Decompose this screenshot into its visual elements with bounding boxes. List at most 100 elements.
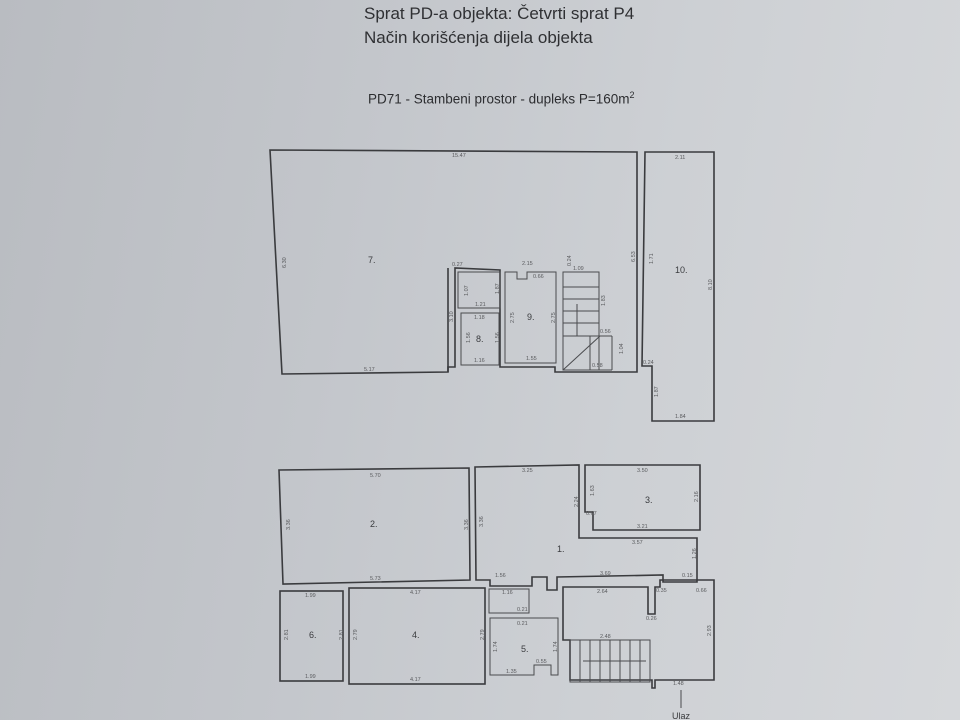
dim-label: 0.21 (517, 621, 528, 627)
dim-label: 2.64 (597, 589, 608, 595)
dim-label: 2.93 (707, 625, 713, 636)
dim-label: 15.47 (452, 153, 466, 159)
dim-label: 4.17 (410, 590, 421, 596)
room-6-number: 6. (309, 630, 317, 640)
dim-label: 3.36 (479, 516, 485, 527)
dim-label: 1.84 (675, 414, 686, 420)
room-3-number: 3. (645, 495, 653, 505)
room-5-number: 5. (521, 644, 529, 654)
room-1-outline (474, 464, 698, 591)
dim-label: 1.04 (619, 343, 625, 354)
dim-label: 2.79 (353, 629, 359, 640)
dim-label: 1.09 (573, 266, 584, 272)
closet-outline (457, 271, 501, 309)
dim-label: 0.35 (656, 588, 667, 594)
room-8-number: 8. (476, 334, 484, 344)
dim-label: 2.81 (284, 629, 290, 640)
dim-label: 1.87 (654, 386, 660, 397)
dim-label: 1.71 (649, 253, 655, 264)
dim-label: 0.15 (682, 573, 693, 579)
room-8-outline (460, 312, 500, 366)
dim-label: 5.17 (364, 367, 375, 373)
dim-label: 2.79 (480, 629, 486, 640)
dim-label: 1.07 (464, 285, 470, 296)
stair-upper (562, 271, 613, 371)
dim-label: 2.24 (574, 496, 580, 507)
room-2-outline (278, 467, 471, 585)
lower-level-plan: Ulaz 2. 1. 3. 6. 4. 5. 5.70 3.36 3.36 5.… (278, 464, 715, 720)
room-5-outline (489, 617, 559, 676)
dim-label: 0.24 (567, 255, 573, 266)
room-1-number: 1. (557, 544, 565, 554)
dim-label: 2.16 (694, 491, 700, 502)
dim-label: 1.99 (305, 674, 316, 680)
dim-label: 0.21 (517, 607, 528, 613)
dim-label: 0.26 (646, 616, 657, 622)
dim-label: 6.53 (631, 251, 637, 262)
dim-label: 3.69 (600, 571, 611, 577)
room-9-outline (504, 271, 557, 364)
floor-title: Sprat PD-a objekta: Četvrti sprat P4 (364, 4, 635, 23)
dim-label: 1.56 (495, 573, 506, 579)
dim-label: 1.16 (474, 358, 485, 364)
room-3-outline (584, 464, 701, 531)
document-header: Sprat PD-a objekta: Četvrti sprat P4 Nač… (364, 2, 634, 50)
area-superscript: 2 (629, 90, 635, 100)
unit-label: PD71 - Stambeni prostor - dupleks P=160m… (368, 90, 635, 107)
dim-label: 3.36 (464, 519, 470, 530)
dim-label: 1.74 (493, 641, 499, 652)
dim-label: 0.55 (536, 659, 547, 665)
dim-label: 1.74 (553, 641, 559, 652)
dim-label: 2.75 (510, 312, 516, 323)
dim-label: 6.30 (282, 257, 288, 268)
dim-label: 3.36 (286, 519, 292, 530)
dim-label: 1.56 (466, 332, 472, 343)
entry-label: Ulaz (672, 711, 691, 720)
dim-label: 1.21 (475, 302, 486, 308)
dim-label: 1.55 (526, 356, 537, 362)
room-2-number: 2. (370, 519, 378, 529)
dim-label: 2.81 (339, 629, 345, 640)
dim-label: 0.67 (586, 511, 597, 517)
dim-label: 1.99 (305, 593, 316, 599)
hallway-outline (488, 588, 530, 614)
dim-label: 2.48 (600, 634, 611, 640)
dim-label: 0.24 (643, 360, 654, 366)
dim-label: 5.73 (370, 576, 381, 582)
dim-label: 0.58 (592, 363, 603, 369)
dim-label: 3.57 (632, 540, 643, 546)
room-10-number: 10. (675, 265, 688, 275)
dim-label: 1.48 (673, 681, 684, 687)
dim-label: 1.26 (692, 548, 698, 559)
dim-label: 1.56 (495, 332, 501, 343)
stair-lower (569, 639, 651, 683)
dim-label: 3.21 (637, 524, 648, 530)
dim-label: 4.17 (410, 677, 421, 683)
dim-label: 3.50 (637, 468, 648, 474)
dim-label: 0.66 (696, 588, 707, 594)
usage-title: Način korišćenja dijela objekta (364, 28, 593, 47)
dim-label: 2.11 (675, 155, 685, 161)
dim-label: 1.83 (601, 295, 607, 306)
room-4-outline (348, 587, 486, 685)
dim-label: 1.16 (502, 590, 513, 596)
dim-label: 0.27 (452, 262, 463, 268)
dim-label: 2.15 (522, 261, 533, 267)
dim-label: 3.25 (522, 468, 533, 474)
dim-label: 5.70 (370, 473, 381, 479)
dim-label: 1.63 (590, 485, 596, 496)
room-6-outline (279, 590, 344, 682)
room-10-outline (641, 151, 715, 422)
dim-label: 3.10 (449, 311, 455, 322)
dim-label: 1.87 (495, 283, 501, 294)
dim-label: 8.10 (708, 279, 714, 290)
dim-label: 1.35 (506, 669, 517, 675)
dim-label: 2.75 (551, 312, 557, 323)
dim-label: 0.56 (600, 329, 611, 335)
room-4-number: 4. (412, 630, 420, 640)
stair-room-outline (562, 579, 715, 689)
room-9-number: 9. (527, 312, 535, 322)
unit-label-text: PD71 - Stambeni prostor - dupleks P=160m (368, 91, 630, 107)
dim-label: 1.18 (474, 315, 485, 321)
